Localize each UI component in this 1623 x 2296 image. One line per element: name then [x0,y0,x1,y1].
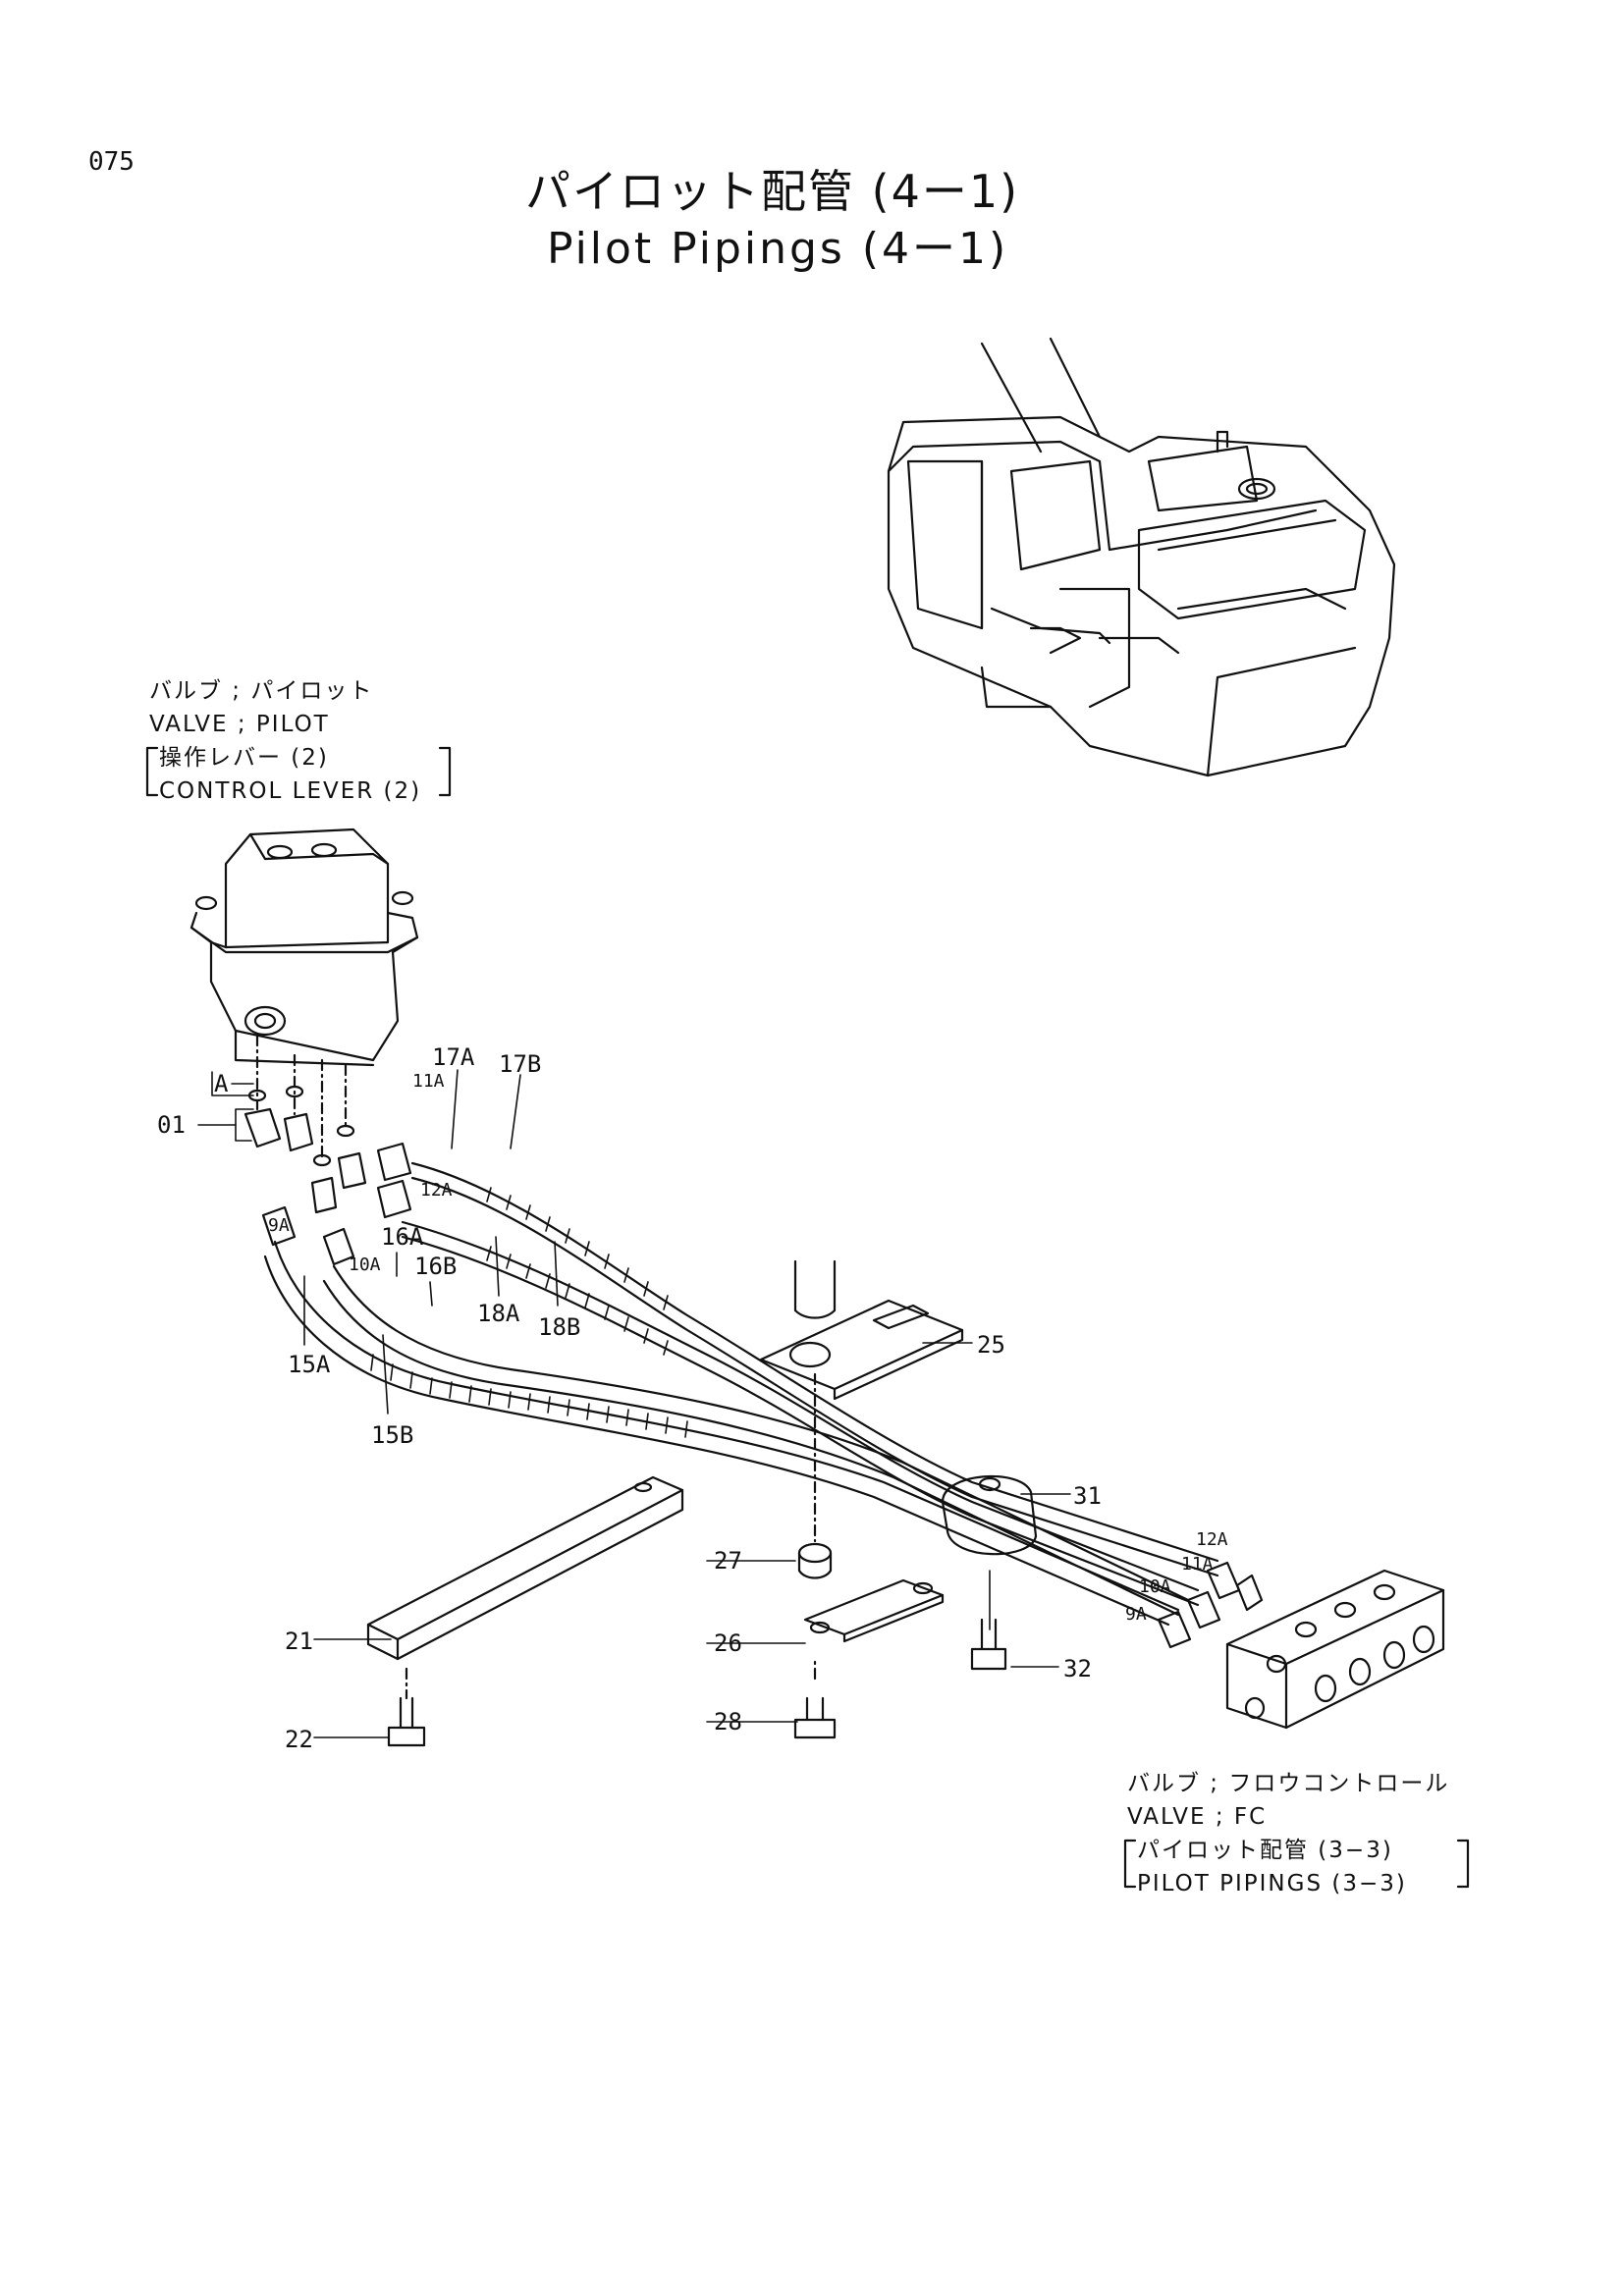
pilot-valve-drawing [189,828,419,1067]
pilot-valve-caption-jp: バルブ ; パイロット [149,678,374,704]
control-lever-caption-jp: 操作レバー (2) [159,745,329,771]
fittings-at-pilot-valve [243,1085,367,1266]
part-label-22: 22 [285,1726,313,1753]
part-label-10A: 10A [349,1255,381,1275]
control-lever-caption-en: CONTROL LEVER (2) [159,778,422,804]
fc-valve-caption-en: VALVE ; FC [1127,1804,1268,1830]
part-label-right-11A: 11A [1181,1554,1214,1575]
hose-bundle [263,1161,1219,1627]
bracket-25-drawing [759,1259,964,1543]
part-label-18A: 18A [477,1300,520,1327]
pilot-pipings-ref-caption-jp: パイロット配管 (3−3) [1137,1838,1393,1863]
part-label-32: 32 [1063,1655,1092,1682]
part-label-25: 25 [977,1331,1005,1359]
pilot-pipings-ref-caption-en: PILOT PIPINGS (3−3) [1137,1871,1407,1896]
hose-braid-marks [370,1187,688,1438]
pilot-valve-caption-en: VALVE ; PILOT [149,712,330,737]
pilot-line-fittings [376,1142,412,1219]
port-center-lines [255,1034,348,1160]
mounting-hardware-center [793,1542,945,1739]
part-label-01: 01 [157,1111,186,1139]
part-label-A: A [214,1070,229,1097]
part-label-17A: 17A [432,1043,475,1071]
part-label-right-9A: 9A [1125,1604,1147,1625]
title-japanese: パイロット配管 (4ー1) [525,165,1020,218]
part-label-12A: 12A [420,1180,453,1201]
bracket-21-drawing [366,1475,684,1747]
part-label-right-12A: 12A [1196,1529,1228,1550]
part-label-17B: 17B [499,1050,542,1078]
fc-valve-caption-jp: バルブ ; フロウコントロール [1127,1771,1450,1796]
page-number: 075 [88,147,135,177]
part-label-16B: 16B [414,1253,458,1280]
part-label-11A: 11A [412,1071,445,1092]
part-label-15B: 15B [371,1421,414,1449]
part-label-9A: 9A [268,1215,290,1236]
caption-brackets [145,746,1470,1889]
excavator-overview-drawing [887,337,1396,777]
leader-lines [197,1069,1071,1738]
hose-clamp-31 [941,1474,1038,1671]
part-label-15A: 15A [288,1351,331,1378]
title-english: Pilot Pipings (4ー1) [547,224,1009,274]
part-label-21: 21 [285,1628,313,1655]
fc-valve-block [1157,1561,1445,1730]
part-label-18B: 18B [538,1313,581,1341]
part-label-31: 31 [1073,1482,1102,1510]
